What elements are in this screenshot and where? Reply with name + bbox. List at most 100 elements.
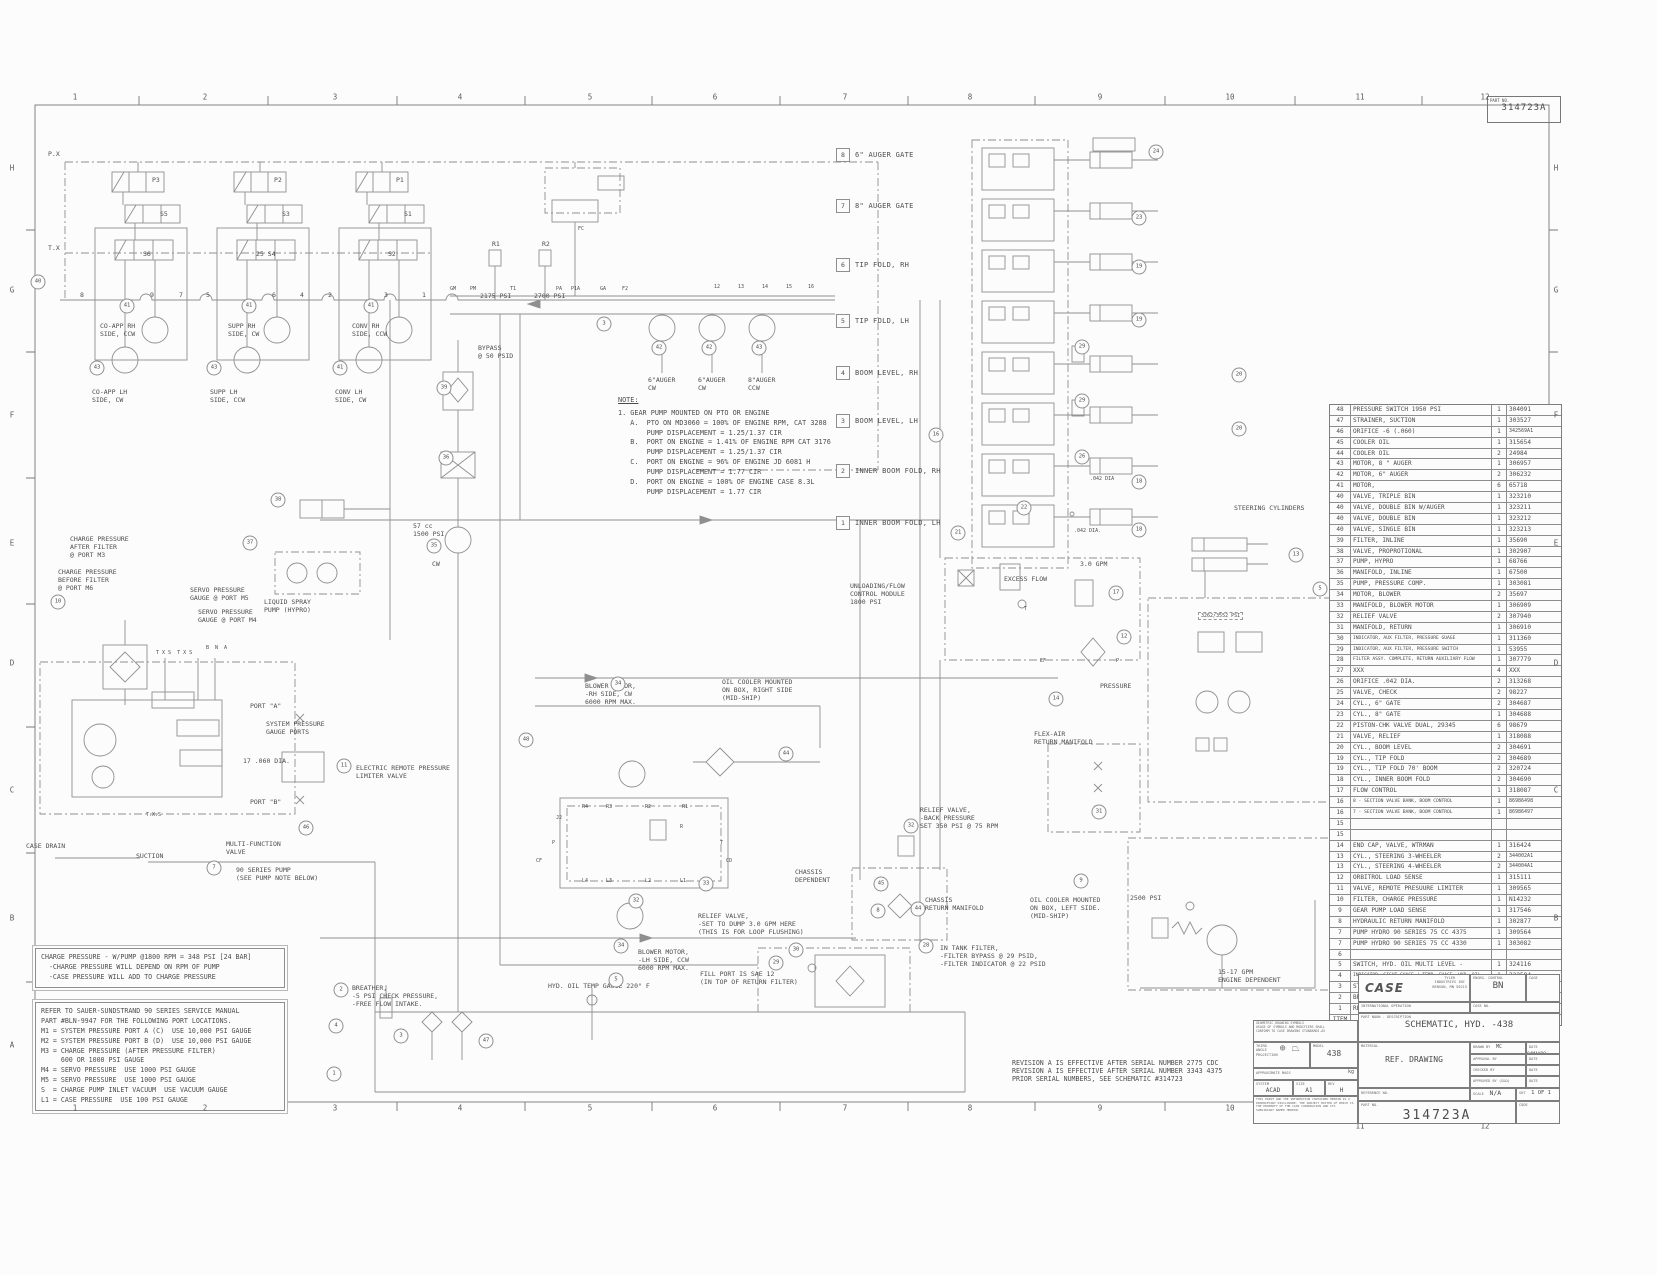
parts-qty-cell: 1: [1492, 960, 1507, 971]
parts-item-cell: 33: [1330, 601, 1351, 611]
schematic-label: T.X.S: [146, 812, 162, 818]
schematic-label: CD: [726, 858, 733, 864]
legal-text: THIS PRINT AND THE INFORMATION CONTAINED…: [1256, 1097, 1354, 1112]
parts-desc-cell: XXX: [1351, 666, 1492, 677]
schematic-label: SUPP RH SIDE, CW: [228, 322, 260, 339]
parts-item-cell: 6: [1330, 949, 1351, 960]
port-note-line: S = CHARGE PUMP INLET VACUUM USE VACUUM …: [41, 1086, 228, 1095]
parts-desc-cell: VALVE, PROPROTIONAL: [1351, 546, 1492, 557]
port-note-line: 600 OR 1000 PSI GAUGE: [41, 1056, 145, 1065]
ruler-row-left: A: [9, 1040, 15, 1050]
callout-balloon: 41: [119, 298, 135, 314]
ruler-column-top: 12: [1480, 92, 1490, 102]
parts-table-row: 6: [1330, 949, 1561, 961]
parts-item-cell: 35: [1330, 579, 1351, 590]
parts-item-cell: 14: [1330, 840, 1351, 851]
schematic-label: BYPASS @ 50 PSID: [478, 344, 514, 361]
charge-note-line: -CHARGE PRESSURE WILL DEPEND ON RPM OF P…: [41, 962, 220, 971]
schematic-label: EF: [1040, 658, 1047, 664]
function-tag-label: TIP FOLD, RH: [855, 261, 910, 269]
note-line: 1. GEAR PUMP MOUNTED ON PTO OR ENGINE: [618, 408, 770, 417]
parts-part-cell: 304687: [1509, 700, 1532, 708]
schematic-label: SUCTION: [136, 852, 164, 860]
drawing-title: SCHEMATIC, HYD. -438: [1404, 1020, 1514, 1031]
parts-item-cell: 4: [1330, 971, 1351, 982]
schematic-label: T.X: [48, 244, 60, 252]
parts-part-cell: 98679: [1509, 721, 1528, 729]
parts-item-cell: 20: [1330, 742, 1351, 753]
callout-balloon: 5: [608, 972, 624, 988]
ruler-row-right: H: [1553, 163, 1559, 173]
approval-date-label: DATE: [1529, 1057, 1538, 1061]
parts-part-cell: 302877: [1509, 917, 1532, 925]
ruler-column-bottom: 8: [967, 1103, 973, 1113]
schematic-label: P1: [396, 176, 404, 184]
schematic-label: P1A: [571, 286, 581, 292]
schematic-label: IN TANK FILTER, -FILTER BYPASS @ 29 PSID…: [940, 944, 1046, 969]
function-tag-number: 7: [836, 199, 850, 213]
schematic-label: CONV LH SIDE, CW: [335, 388, 367, 405]
note-block: NOTE: 1. GEAR PUMP MOUNTED ON PTO OR ENG…: [618, 396, 831, 497]
callout-balloon: 23: [1131, 210, 1147, 226]
parts-item-cell: 9: [1330, 905, 1351, 916]
parts-part-cell: [1507, 830, 1561, 840]
engrg-control-value: BN: [1492, 981, 1504, 992]
parts-part-cell: XXX: [1509, 667, 1521, 675]
function-tag-label: BOOM LEVEL, RH: [855, 369, 919, 377]
parts-part-cell: 303081: [1509, 580, 1532, 588]
revision-line: PRIOR SERIAL NUMBERS, SEE SCHEMATIC #314…: [1012, 1075, 1183, 1084]
mass-unit: kg: [1347, 1069, 1354, 1075]
schematic-label: CF: [536, 858, 543, 864]
parts-qty-cell: 2: [1492, 851, 1507, 862]
callout-balloon: 13: [1288, 547, 1304, 563]
parts-qty-cell: 1: [1492, 601, 1507, 611]
callout-balloon: 22: [1016, 500, 1032, 516]
drawn-by-label: DRAWN BY: [1473, 1045, 1491, 1049]
ruler-column-top: 4: [457, 92, 463, 102]
parts-qty-cell: 1: [1492, 579, 1507, 590]
parts-part-cell: 323211: [1509, 504, 1532, 512]
ruler-column-bottom: 4: [457, 1103, 463, 1113]
mass-label: APPROXIMATE MASS: [1256, 1071, 1291, 1075]
parts-qty-cell: 4: [1492, 666, 1507, 677]
reference-no-label: REFERENCE NO.: [1361, 1091, 1390, 1095]
callout-balloon: 33: [698, 876, 714, 892]
parts-desc-cell: PUMP, HYPRO: [1351, 557, 1492, 568]
port-note-line: L1 = CASE PRESSURE USE 100 PSI GAUGE: [41, 1096, 188, 1105]
schematic-label: 1: [422, 291, 426, 299]
function-tag-label: TIP FOLD, LH: [855, 317, 910, 325]
checked-date-label: DATE: [1529, 1068, 1538, 1072]
parts-desc-cell: INDICATOR, AUX FILTER, PRESSURE GUAGE: [1351, 633, 1492, 644]
parts-desc-cell: CYL., TIP FOLD 70' BOOM: [1351, 764, 1492, 775]
parts-part-cell: 35697: [1509, 591, 1528, 599]
parts-item-cell: 28: [1330, 655, 1351, 666]
parts-item-cell: 40: [1330, 503, 1351, 513]
parts-desc-cell: PISTON-CHK VALVE DUAL, 29345: [1351, 720, 1492, 731]
parts-desc-cell: SWITCH, HYD. OIL MULTI LEVEL -: [1351, 960, 1492, 971]
ruler-column-bottom: 6: [712, 1103, 718, 1113]
charge-pressure-note: CHARGE PRESSURE - W/PUMP @1800 RPM = 348…: [35, 948, 285, 988]
approved-by-label: APPROVED BY (G&O): [1473, 1079, 1510, 1083]
note-line: C. PORT ON ENGINE = 96% OF ENGINE JD 608…: [618, 458, 811, 467]
parts-item-cell: 7: [1330, 927, 1351, 938]
schematic-label: 13: [738, 284, 745, 290]
parts-qty-cell: 2: [1492, 753, 1507, 764]
parts-item-cell: ITEM: [1330, 1014, 1351, 1025]
schematic-label: S1: [404, 210, 412, 218]
callout-balloon: 41: [363, 298, 379, 314]
parts-part-cell: 309564: [1509, 928, 1532, 936]
schematic-label: R2: [542, 240, 550, 248]
schematic-label: 2700 PSI: [534, 292, 566, 300]
function-tag-number: 2: [836, 464, 850, 478]
